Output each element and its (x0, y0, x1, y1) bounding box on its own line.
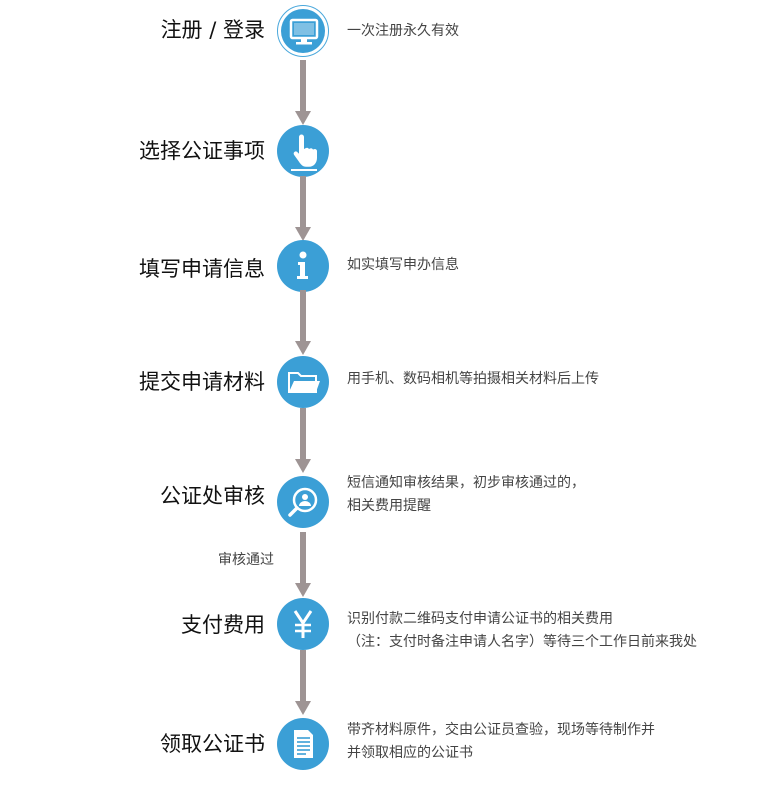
step-icon-review (277, 476, 329, 528)
flow-arrow (295, 290, 311, 356)
step-title-fill-info: 填写申请信息 (139, 257, 265, 281)
step-desc-fill-info: 如实填写申办信息 (347, 257, 459, 273)
folder-icon (288, 372, 320, 393)
arrow-label-approved: 审核通过 (218, 552, 274, 568)
info-icon (297, 251, 308, 279)
yen-icon (293, 610, 313, 638)
review-icon (288, 487, 318, 517)
step-icon-payment (277, 598, 329, 650)
flow-arrow (295, 650, 311, 716)
step-desc-payment: 识别付款二维码支付申请公证书的相关费用 （注：支付时备注申请人名字）等待三个工作… (347, 611, 697, 650)
monitor-icon (289, 18, 319, 45)
pointing-hand-icon (291, 134, 317, 171)
flow-arrow (295, 60, 311, 126)
step-title-review: 公证处审核 (160, 484, 265, 508)
step-desc-register: 一次注册永久有效 (347, 23, 459, 39)
step-desc-review: 短信通知审核结果，初步审核通过的， 相关费用提醒 (347, 475, 585, 514)
step-icon-submit-materials (277, 356, 329, 408)
step-title-payment: 支付费用 (181, 613, 265, 637)
step-title-submit-materials: 提交申请材料 (139, 370, 265, 394)
step-icon-select-matter (277, 125, 329, 177)
step-desc-submit-materials: 用手机、数码相机等拍摄相关材料后上传 (347, 371, 599, 387)
step-icon-fill-info (277, 240, 329, 292)
flow-arrow (295, 408, 311, 474)
flow-arrow (295, 532, 311, 598)
step-title-register: 注册 / 登录 (160, 18, 265, 42)
flow-arrow (295, 176, 311, 242)
document-icon (294, 730, 313, 758)
step-icon-register (277, 5, 329, 57)
step-desc-collect-certificate: 带齐材料原件，交由公证员查验，现场等待制作并 并领取相应的公证书 (347, 722, 655, 761)
step-title-select-matter: 选择公证事项 (139, 139, 265, 163)
step-title-collect-certificate: 领取公证书 (160, 732, 265, 756)
step-icon-collect-certificate (277, 718, 329, 770)
